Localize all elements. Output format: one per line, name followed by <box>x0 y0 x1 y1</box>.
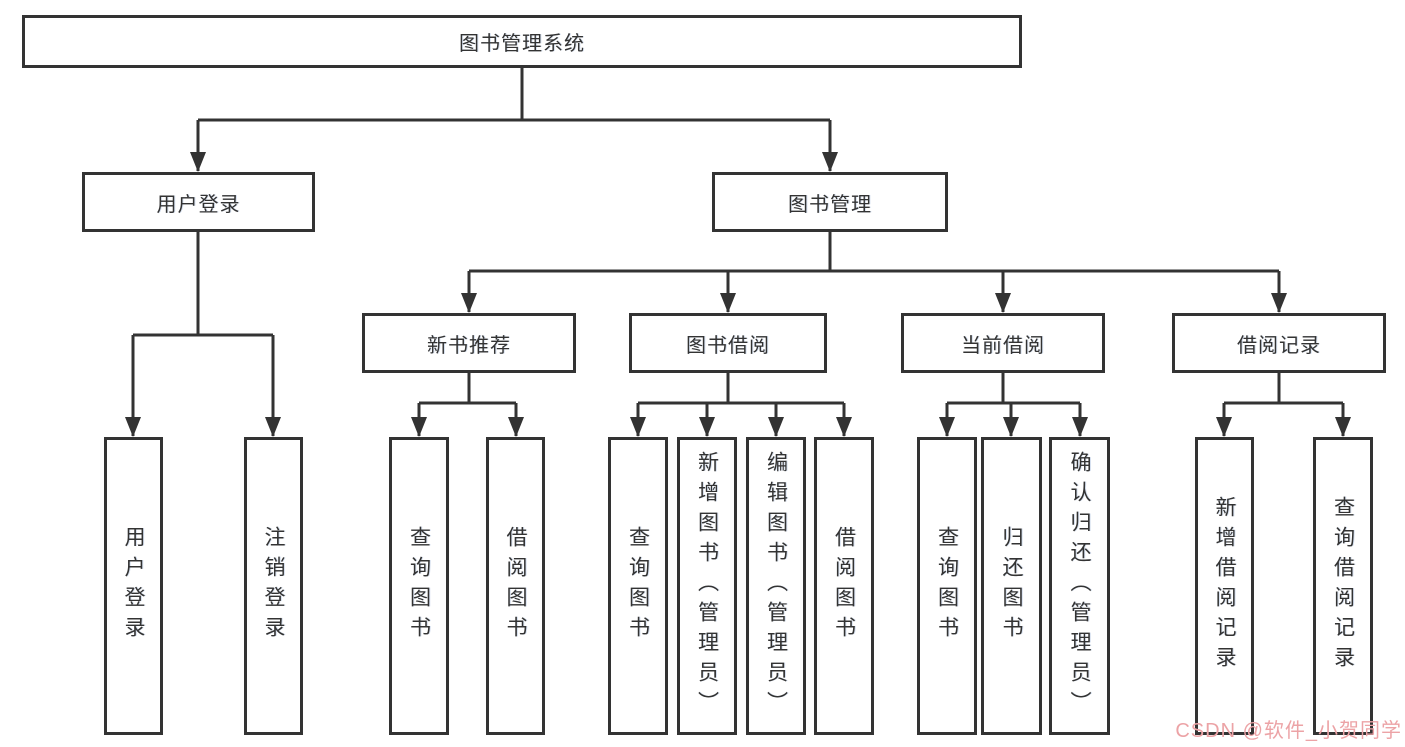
leaf-return-book: 归还图书 <box>981 437 1042 735</box>
leaf-query-book-borrowing: 查询图书 <box>608 437 668 735</box>
leaf-return-book-label: 归还图书 <box>1000 526 1023 646</box>
node-book-borrowing: 图书借阅 <box>629 313 827 373</box>
node-borrowing-records-label: 借阅记录 <box>1237 334 1321 357</box>
leaf-user-login: 用户登录 <box>104 437 163 735</box>
node-book-management: 图书管理 <box>712 172 948 232</box>
node-current-borrowing: 当前借阅 <box>901 313 1105 373</box>
leaf-query-book-current: 查询图书 <box>917 437 977 735</box>
leaf-borrow-book-recommend-label: 借阅图书 <box>504 526 527 646</box>
leaf-query-borrow-record: 查询借阅记录 <box>1313 437 1373 735</box>
node-book-borrowing-label: 图书借阅 <box>686 334 770 357</box>
node-book-management-label: 图书管理 <box>788 193 872 216</box>
leaf-borrow-book-recommend: 借阅图书 <box>486 437 545 735</box>
watermark: CSDN @软件_小贺同学 <box>1175 720 1402 742</box>
leaf-edit-book-admin-label: 编辑图书（管理员） <box>764 451 788 721</box>
node-new-book-recommend-label: 新书推荐 <box>427 334 511 357</box>
node-root: 图书管理系统 <box>22 15 1022 68</box>
leaf-user-login-label: 用户登录 <box>122 526 145 646</box>
leaf-logout: 注销登录 <box>244 437 303 735</box>
leaf-confirm-return-admin: 确认归还（管理员） <box>1049 437 1110 735</box>
leaf-add-book-admin: 新增图书（管理员） <box>677 437 737 735</box>
leaf-query-book-current-label: 查询图书 <box>935 526 959 646</box>
node-new-book-recommend: 新书推荐 <box>362 313 576 373</box>
leaf-borrow-book-borrowing-label: 借阅图书 <box>832 526 856 646</box>
leaf-add-book-admin-label: 新增图书（管理员） <box>695 451 719 721</box>
node-user-login-label: 用户登录 <box>156 193 241 216</box>
leaf-add-borrow-record-label: 新增借阅记录 <box>1213 496 1236 676</box>
leaf-query-book-recommend-label: 查询图书 <box>407 526 431 646</box>
node-user-login: 用户登录 <box>82 172 315 232</box>
leaf-logout-label: 注销登录 <box>262 526 285 646</box>
node-borrowing-records: 借阅记录 <box>1172 313 1386 373</box>
leaf-query-book-borrowing-label: 查询图书 <box>626 526 650 646</box>
leaf-confirm-return-admin-label: 确认归还（管理员） <box>1068 451 1091 721</box>
leaf-query-borrow-record-label: 查询借阅记录 <box>1331 496 1355 676</box>
leaf-borrow-book-borrowing: 借阅图书 <box>814 437 874 735</box>
leaf-edit-book-admin: 编辑图书（管理员） <box>746 437 806 735</box>
node-current-borrowing-label: 当前借阅 <box>961 334 1045 357</box>
leaf-query-book-recommend: 查询图书 <box>389 437 449 735</box>
leaf-add-borrow-record: 新增借阅记录 <box>1195 437 1254 735</box>
node-root-label: 图书管理系统 <box>459 33 585 55</box>
